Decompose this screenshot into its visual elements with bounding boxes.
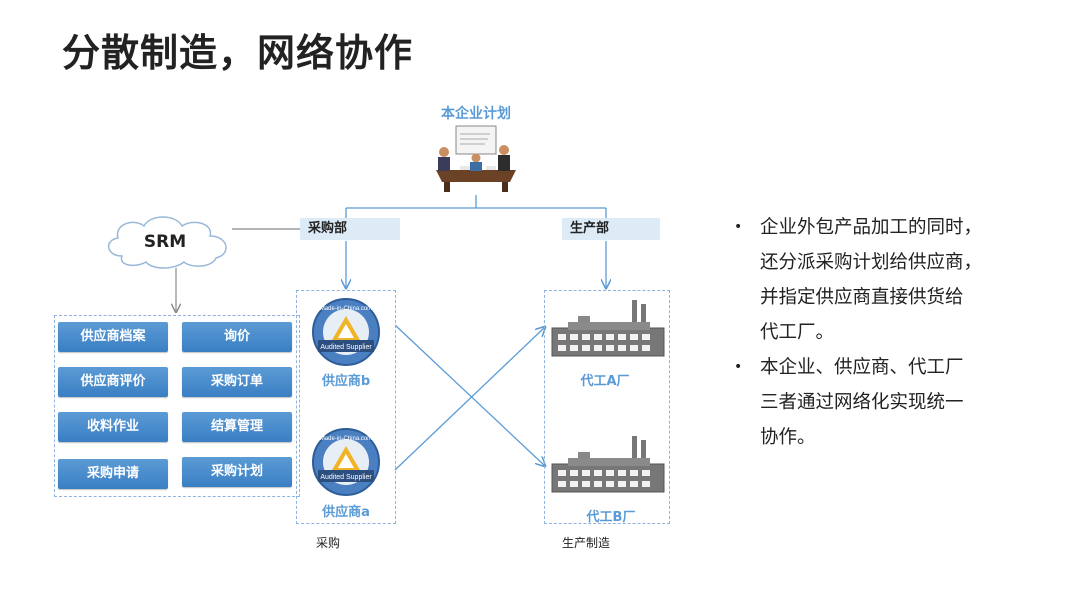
audited-supplier-badge-b: Made-in-China.com Audited Supplier	[312, 298, 380, 366]
purchase-plan-button[interactable]: 采购计划	[182, 457, 292, 487]
purchasing-dept: 采购部	[300, 218, 400, 240]
factory-b-label: 代工B厂	[586, 510, 636, 525]
factory-a-icon	[551, 300, 665, 357]
bullet-1-line-3: 并指定供应商直接供货给	[760, 287, 964, 308]
bullet-item-2: • 本企业、供应商、代工厂 三者通过网络化实现统一 协作。	[734, 350, 1034, 455]
badge-ring-text: Made-in-China.com	[320, 436, 372, 442]
supplier-evaluation-button[interactable]: 供应商评价	[58, 367, 168, 397]
receiving-button[interactable]: 收料作业	[58, 412, 168, 442]
bullet-1-line-4: 代工厂。	[760, 322, 835, 343]
badge-ring-text: Made-in-China.com	[320, 306, 372, 312]
badge-banner-text: Audited Supplier	[320, 474, 372, 481]
production-dept: 生产部	[562, 218, 660, 240]
page-title: 分散制造，网络协作	[62, 31, 414, 75]
bullet-1-line-2: 还分派采购计划给供应商，	[760, 252, 983, 273]
meeting-illustration	[436, 125, 516, 192]
factory-b-icon	[551, 436, 665, 493]
supplier-column	[296, 290, 396, 524]
supplier-archive-button[interactable]: 供应商档案	[58, 322, 168, 352]
srm-label: SRM	[143, 232, 187, 252]
factory-a-label: 代工A厂	[580, 374, 630, 389]
purchase-request-button[interactable]: 采购申请	[58, 459, 168, 489]
audited-supplier-badge-a: Made-in-China.com Audited Supplier	[312, 428, 380, 496]
bullet-dot: •	[734, 359, 743, 375]
srm-function-panel	[54, 315, 300, 497]
supplier-b-label: 供应商b	[321, 374, 371, 389]
enterprise-plan-label: 本企业计划	[441, 106, 511, 122]
bullet-1-line-1: 企业外包产品加工的同时，	[760, 217, 983, 238]
srm-cloud-icon	[108, 216, 227, 269]
settlement-button[interactable]: 结算管理	[182, 412, 292, 442]
production-caption: 生产制造	[562, 536, 611, 550]
inquiry-button[interactable]: 询价	[182, 322, 292, 352]
bullet-2-line-2: 三者通过网络化实现统一	[760, 392, 964, 413]
bullet-2-line-1: 本企业、供应商、代工厂	[760, 357, 964, 378]
bullet-dot: •	[734, 219, 743, 235]
supplier-a-label: 供应商a	[322, 505, 370, 520]
bullet-list: • 企业外包产品加工的同时， 还分派采购计划给供应商， 并指定供应商直接供货给 …	[734, 210, 1034, 455]
bullet-item-1: • 企业外包产品加工的同时， 还分派采购计划给供应商， 并指定供应商直接供货给 …	[734, 210, 1034, 350]
bullet-2-line-3: 协作。	[760, 427, 816, 448]
badge-banner-text: Audited Supplier	[320, 344, 372, 351]
purchasing-caption: 采购	[316, 536, 341, 550]
factory-column	[544, 290, 670, 524]
purchase-order-button[interactable]: 采购订单	[182, 367, 292, 397]
